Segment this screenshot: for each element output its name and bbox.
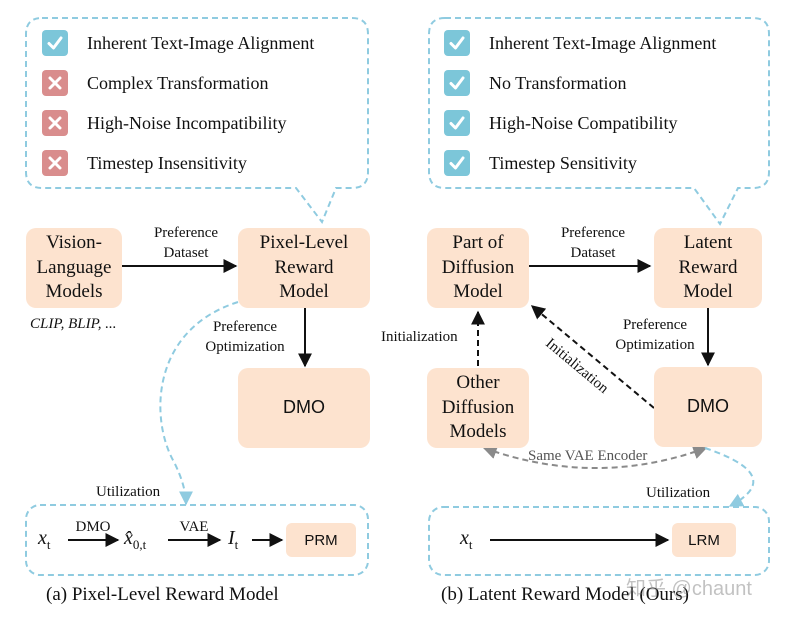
left-it: It: [228, 527, 239, 552]
checkmark-icon: [42, 30, 68, 56]
left-property-3-text: High-Noise Incompatibility: [87, 112, 287, 133]
right-property-1-text: Inherent Text-Image Alignment: [489, 32, 717, 53]
right-xt: xt: [460, 527, 473, 552]
right-property-4: Timestep Sensitivity: [444, 150, 637, 176]
vlm-examples: CLIP, BLIP, ...: [30, 316, 117, 332]
left-property-3: High-Noise Incompatibility: [42, 110, 286, 136]
vlm-box: Vision- Language Models: [26, 228, 122, 308]
left-property-2: Complex Transformation: [42, 70, 269, 96]
right-edge-preference-dataset: Preference Dataset: [560, 225, 626, 261]
left-property-1-text: Inherent Text-Image Alignment: [87, 32, 315, 53]
right-property-3-text: High-Noise Compatibility: [489, 112, 678, 133]
right-property-2: No Transformation: [444, 70, 627, 96]
right-properties-bubble: [428, 17, 770, 226]
left-x0t: x̂0,t: [124, 527, 147, 552]
right-dmo-box: DMO: [654, 367, 762, 447]
left-edge-preference-optimization: Preference Optimization: [205, 319, 285, 355]
checkmark-icon: [444, 70, 470, 96]
left-property-2-text: Complex Transformation: [87, 72, 269, 93]
right-caption: (b) Latent Reward Model (Ours): [441, 584, 689, 605]
left-arrow-vae-label: VAE: [179, 519, 209, 535]
right-property-1: Inherent Text-Image Alignment: [444, 30, 716, 56]
left-xt: xt: [38, 527, 51, 552]
left-property-4: Timestep Insensitivity: [42, 150, 247, 176]
left-arrow-dmo-label: DMO: [75, 519, 111, 535]
left-edge-preference-dataset: Preference Dataset: [153, 225, 219, 261]
lrm-box: LRM: [672, 523, 736, 557]
right-edge-preference-optimization: Preference Optimization: [615, 317, 695, 353]
right-property-4-text: Timestep Sensitivity: [489, 152, 637, 173]
edge-initialization-vertical: Initialization: [381, 329, 458, 345]
checkmark-icon: [444, 110, 470, 136]
arrow-dmo-to-part: [530, 305, 655, 409]
left-property-1: Inherent Text-Image Alignment: [42, 30, 314, 56]
left-properties-bubble: [25, 17, 369, 224]
edge-same-vae-encoder: Same VAE Encoder: [528, 448, 648, 464]
cross-icon: [42, 150, 68, 176]
arrow-same-vae: [482, 445, 708, 469]
left-edge-utilization: Utilization: [96, 484, 161, 500]
watermark: 知乎 @chaunt: [626, 578, 752, 600]
cross-icon: [42, 110, 68, 136]
left-property-4-text: Timestep Insensitivity: [87, 152, 247, 173]
other-diffusion-models-box: Other Diffusion Models: [427, 368, 529, 448]
right-edge-utilization: Utilization: [646, 485, 711, 501]
left-caption: (a) Pixel-Level Reward Model: [46, 584, 279, 605]
pixel-level-reward-model-box: Pixel-Level Reward Model: [238, 228, 370, 308]
right-property-3: High-Noise Compatibility: [444, 110, 678, 136]
part-of-diffusion-model-box: Part of Diffusion Model: [427, 228, 529, 308]
arrow-utilization-right: [704, 447, 755, 507]
right-property-2-text: No Transformation: [489, 72, 627, 93]
arrow-utilization-left: [159, 301, 239, 506]
left-dmo-box: DMO: [238, 368, 370, 448]
prm-box: PRM: [286, 523, 356, 557]
checkmark-icon: [444, 30, 470, 56]
checkmark-icon: [444, 150, 470, 176]
right-pipeline-box: [428, 506, 770, 576]
cross-icon: [42, 70, 68, 96]
latent-reward-model-box: Latent Reward Model: [654, 228, 762, 308]
